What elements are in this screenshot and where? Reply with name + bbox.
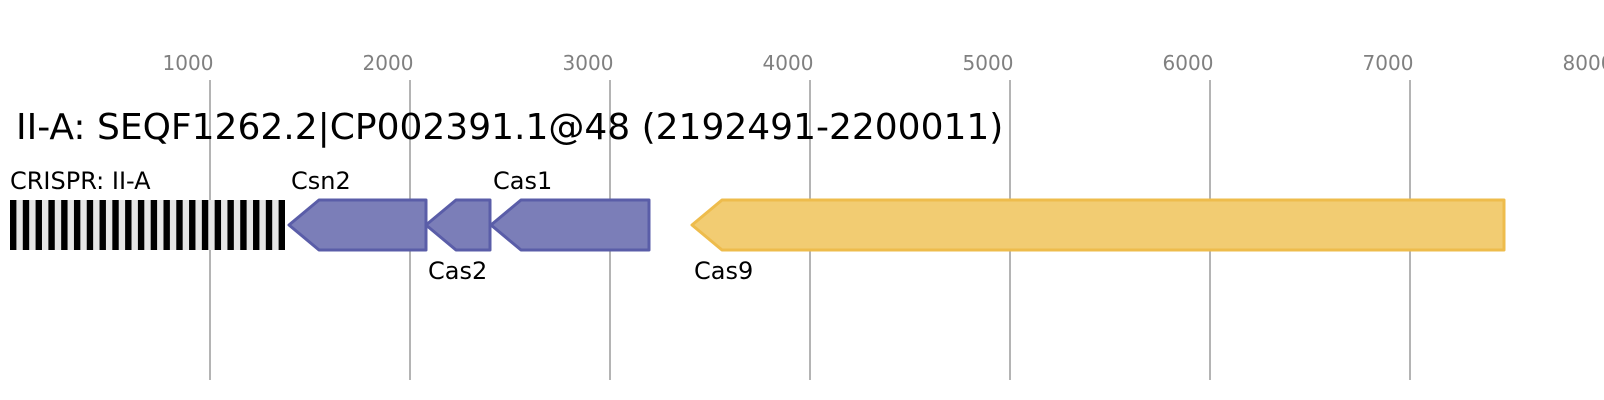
tick-label-7000: 7000 xyxy=(1363,51,1414,75)
tick-label-4000: 4000 xyxy=(763,51,814,75)
gene-csn2: Csn2 xyxy=(287,167,428,252)
crispr-repeat xyxy=(214,200,222,250)
crispr-repeat xyxy=(125,200,132,250)
crispr-repeat xyxy=(265,200,273,250)
crispr-repeat xyxy=(163,200,170,250)
gene-cas1: Cas1 xyxy=(489,167,651,252)
crispr-repeat xyxy=(201,200,209,250)
tick-label-1000: 1000 xyxy=(163,51,214,75)
axis-tick-labels: 1000 2000 3000 4000 5000 6000 7000 8000 xyxy=(163,51,1604,75)
tick-label-2000: 2000 xyxy=(363,51,414,75)
gene-cas9: Cas9 xyxy=(690,198,1506,285)
gene-label-cas1: Cas1 xyxy=(493,167,552,195)
crispr-array: CRISPR: II-A xyxy=(10,167,285,250)
crispr-repeat xyxy=(112,200,119,250)
crispr-repeat xyxy=(10,200,17,250)
gene-arrow-cas1 xyxy=(489,198,651,252)
gene-label-csn2: Csn2 xyxy=(291,167,351,195)
crispr-repeat xyxy=(48,200,55,250)
crispr-repeat xyxy=(73,200,81,250)
gene-arrow-cas9 xyxy=(690,198,1506,252)
crispr-repeat xyxy=(150,200,158,250)
crispr-spacer-background xyxy=(10,200,285,250)
gene-arrow-csn2 xyxy=(287,198,428,252)
crispr-repeat xyxy=(253,200,260,250)
crispr-repeat xyxy=(227,200,234,250)
crispr-repeat xyxy=(137,200,145,250)
locus-title: II-A: SEQF1262.2|CP002391.1@48 (2192491-… xyxy=(16,107,1003,148)
gene-label-cas9: Cas9 xyxy=(694,257,753,285)
crispr-repeat xyxy=(278,200,285,250)
tick-label-6000: 6000 xyxy=(1163,51,1214,75)
tick-label-8000: 8000 xyxy=(1563,51,1604,75)
gene-cas2: Cas2 xyxy=(424,198,492,285)
crispr-repeat xyxy=(61,200,68,250)
tick-label-3000: 3000 xyxy=(563,51,614,75)
tick-label-5000: 5000 xyxy=(963,51,1014,75)
crispr-repeat xyxy=(240,200,247,250)
crispr-repeat xyxy=(35,200,42,250)
crispr-array-label: CRISPR: II-A xyxy=(10,167,151,195)
crispr-repeat xyxy=(86,200,94,250)
crispr-repeat xyxy=(22,200,30,250)
crispr-repeat xyxy=(176,200,183,250)
crispr-repeat xyxy=(189,200,196,250)
gene-label-cas2: Cas2 xyxy=(428,257,487,285)
crispr-repeat xyxy=(99,200,106,250)
gene-arrow-cas2 xyxy=(424,198,492,252)
